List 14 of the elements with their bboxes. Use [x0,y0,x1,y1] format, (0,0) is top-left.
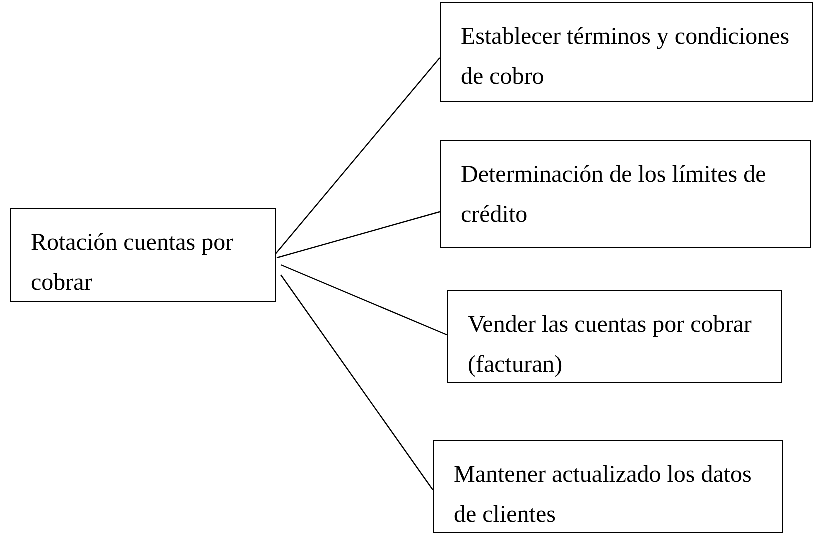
connector-line [276,211,440,259]
box-label: Determinación de los límites de crédito [461,161,768,230]
connector-line [280,264,448,336]
text-box [440,2,813,102]
box-label: Vender las cuentas por cobrar (facturan) [468,311,753,380]
connector-line [280,274,434,490]
text-box [440,140,811,248]
text-box [10,208,276,302]
connector-line [274,58,440,256]
text-box [447,290,782,383]
box-label: Establecer términos y condiciones de cobro [461,23,791,92]
box-label: Mantener actualizado los datos de clientes [454,461,753,530]
box-label: Rotación cuentas por cobrar [31,229,235,298]
text-box [433,440,783,533]
